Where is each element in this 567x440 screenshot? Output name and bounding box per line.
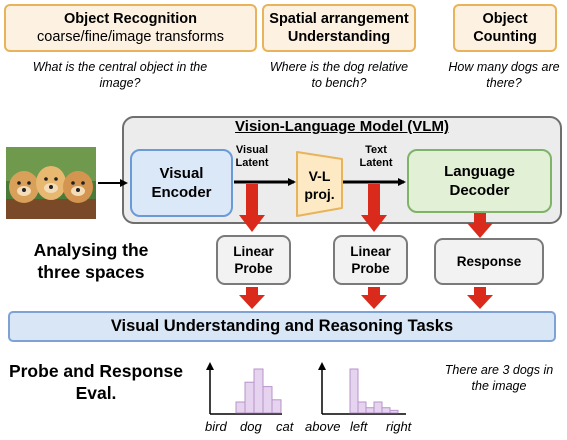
hist2-label-above: above (305, 419, 341, 434)
histogram-bar (389, 409, 399, 414)
linear-probe-2: Linear Probe (333, 235, 408, 285)
puppies-image (6, 147, 96, 219)
hist1-label-bird: bird (205, 419, 227, 434)
vl-projector-label: V-L proj. (304, 168, 335, 202)
vlm-title: Vision-Language Model (VLM) (235, 118, 449, 135)
analysis-label: Analysing the three spaces (33, 240, 149, 282)
task-subtitle: Counting (473, 29, 537, 45)
response-box: Response (434, 238, 544, 285)
task-object-recognition: Object Recognition coarse/fine/image tra… (4, 4, 257, 52)
histogram-1-bars (235, 368, 282, 414)
question-spatial: Where is the dog relative to bench? (269, 60, 409, 90)
histogram-1 (206, 362, 282, 415)
histogram-bar (365, 407, 375, 414)
task-subtitle: Understanding (287, 29, 391, 45)
histogram-bar (235, 401, 246, 414)
histogram-bar (381, 407, 391, 414)
red-arrows (239, 184, 493, 309)
hist2-label-left: left (350, 419, 368, 434)
tasks-bar: Visual Understanding and Reasoning Tasks (8, 311, 556, 342)
histogram-bar (253, 368, 264, 414)
projector-shape (296, 151, 343, 217)
task-subtitle: coarse/fine/image transforms (37, 29, 224, 45)
hist1-label-dog: dog (240, 419, 262, 434)
task-object-counting: Object Counting (453, 4, 557, 52)
question-counting: How many dogs are there? (448, 60, 560, 90)
task-title: Object (482, 11, 528, 27)
text-latent-label: Text Latent (359, 144, 393, 169)
histogram-bar (244, 381, 255, 414)
histogram-bar (271, 399, 282, 414)
histogram-2 (318, 362, 406, 415)
task-title: Object Recognition (64, 11, 197, 27)
visual-encoder: Visual Encoder (130, 149, 233, 217)
hist2-label-right: right (386, 419, 412, 434)
response-answer: There are 3 dogs in the image (444, 363, 554, 393)
hist1-label-cat: cat (276, 419, 294, 434)
histogram-bar (262, 386, 273, 414)
histogram-2-bars (349, 368, 399, 414)
visual-latent-label: Visual Latent (235, 144, 269, 169)
question-recognition: What is the central object in the image? (32, 60, 208, 90)
eval-label: Probe and Response Eval. (8, 361, 184, 403)
input-image (6, 147, 96, 219)
task-title: Spatial arrangement (269, 11, 409, 27)
task-spatial-arrangement: Spatial arrangement Understanding (262, 4, 416, 52)
histogram-bar (357, 401, 367, 414)
language-decoder: Language Decoder (407, 149, 552, 213)
histogram-bar (349, 368, 359, 414)
linear-probe-1: Linear Probe (216, 235, 291, 285)
histogram-bar (373, 401, 383, 414)
